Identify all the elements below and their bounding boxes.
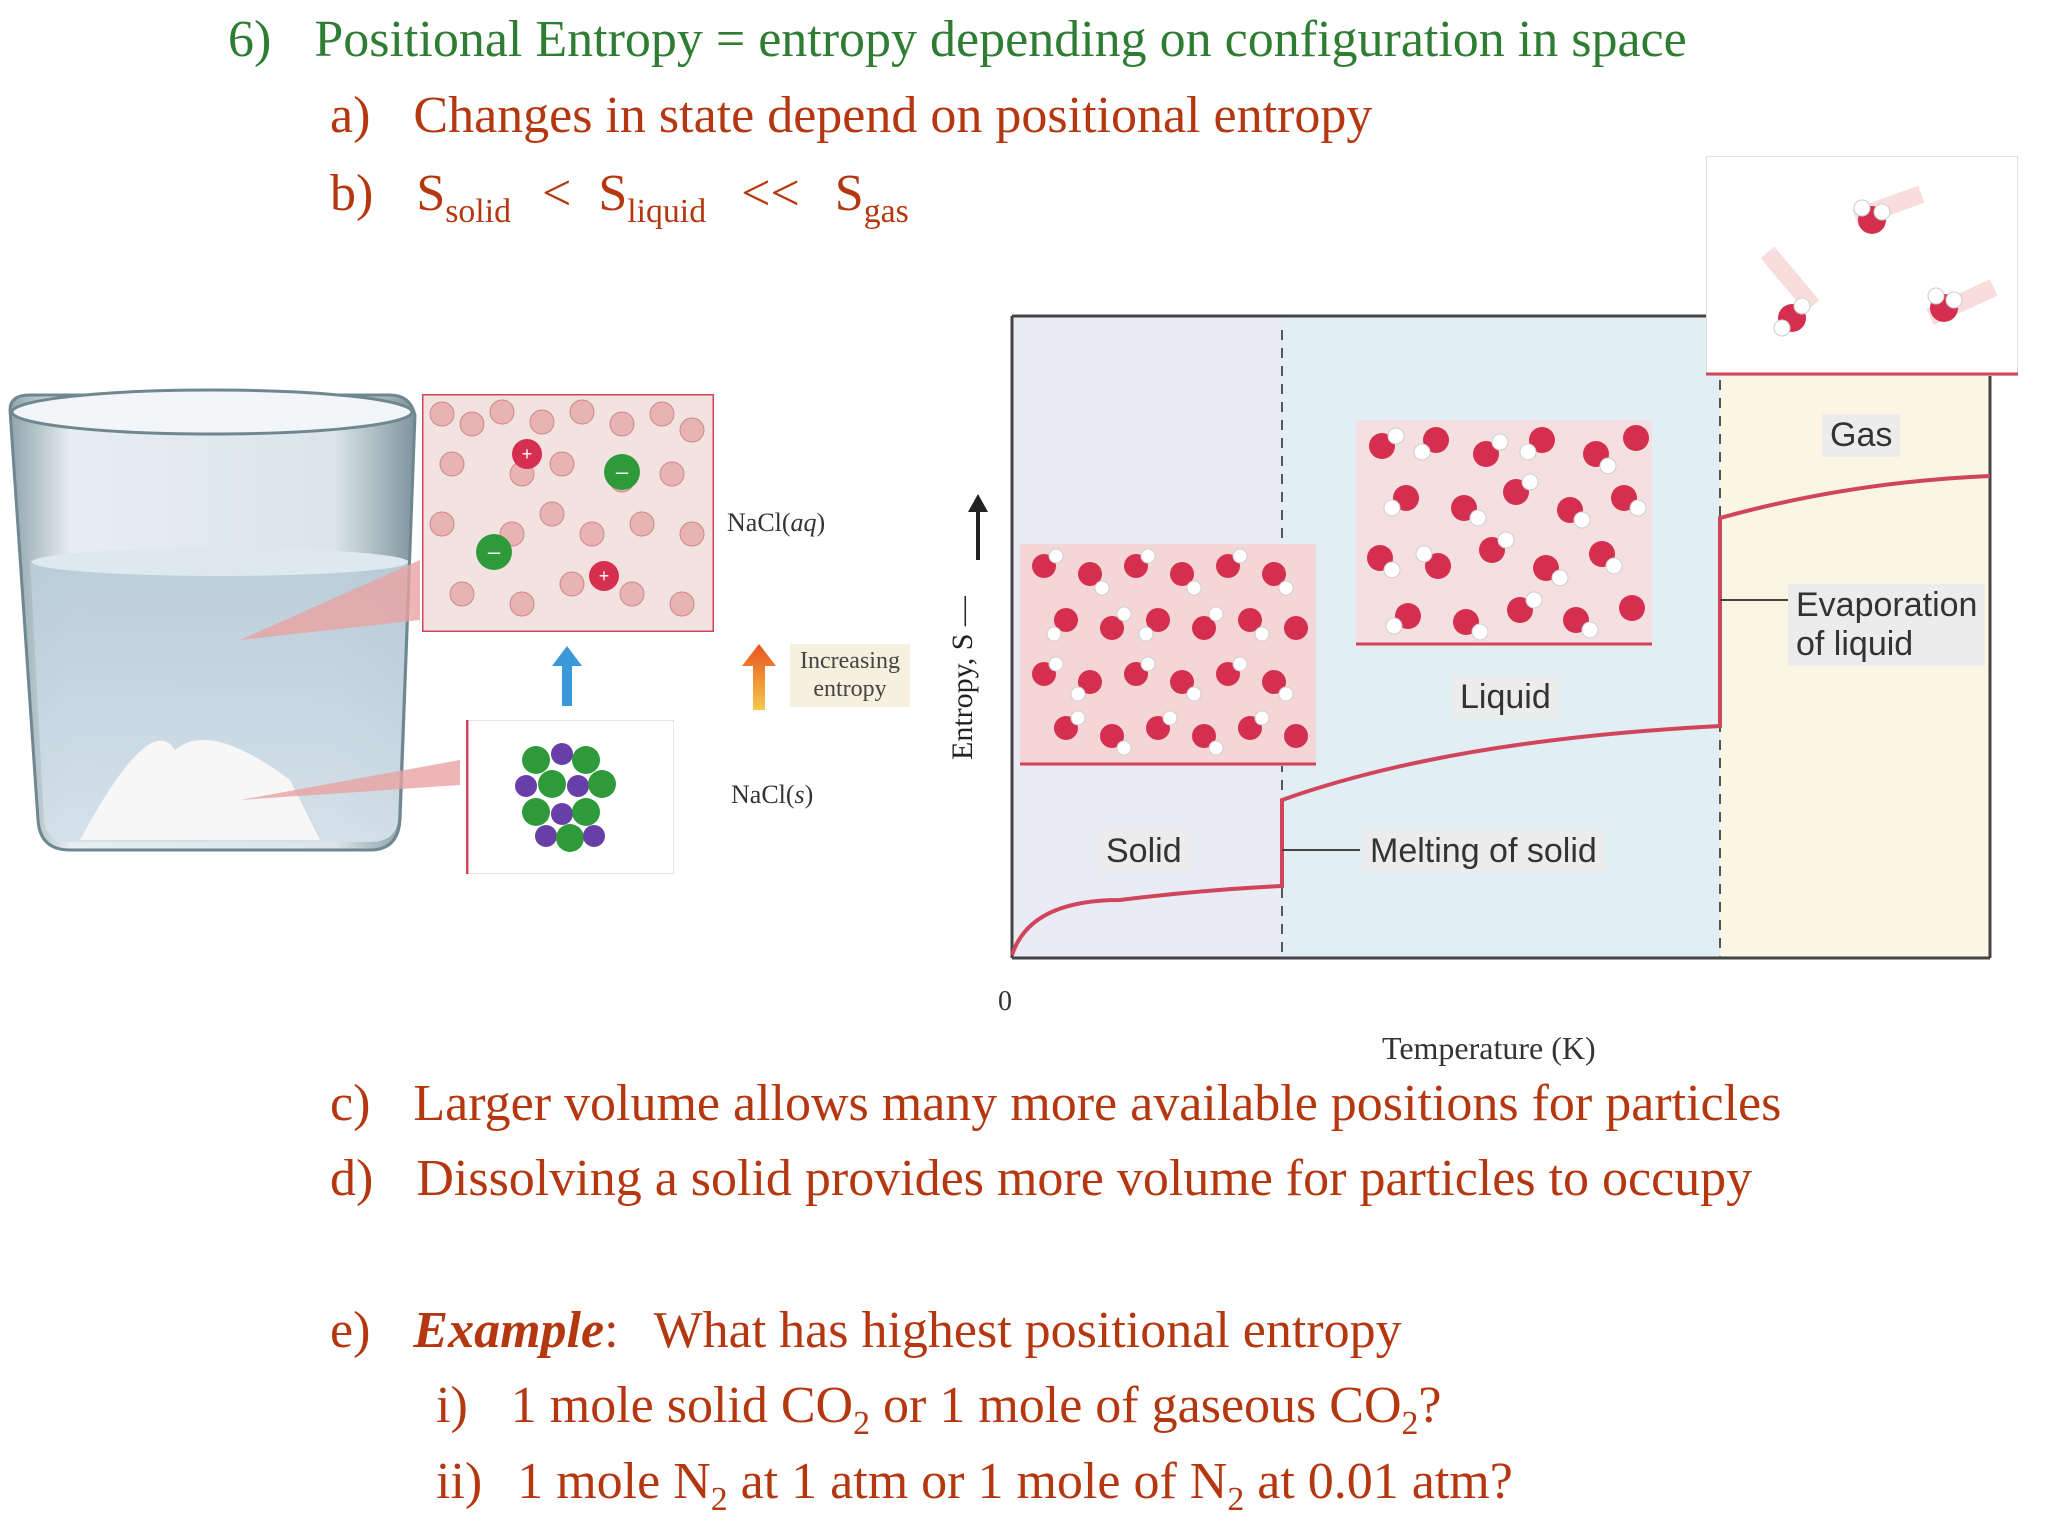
op-less: < [541, 165, 572, 222]
liquid-molecules-panel [1356, 420, 1652, 646]
point-c: c) Larger volume allows many more availa… [330, 1078, 1781, 1130]
svg-text:+: + [522, 444, 533, 464]
example-label: Example [413, 1302, 605, 1359]
entropy-curve [1010, 474, 1991, 956]
increasing-entropy-arrow [742, 644, 776, 710]
solid-molecules-panel [1020, 544, 1316, 766]
evaporation-annotation: Evaporation of liquid [1788, 584, 1986, 667]
point-e-ii-text: 1 mole N2 at 1 atm or 1 mole of N2 at 0.… [517, 1453, 1513, 1518]
increasing-entropy-label: Increasing entropy [790, 644, 910, 708]
point-c-text: Larger volume allows many more available… [413, 1075, 1782, 1132]
point-a-text: Changes in state depend on positional en… [413, 87, 1373, 144]
svg-text:+: + [599, 566, 610, 586]
svg-text:–: – [616, 459, 629, 484]
op-much-less: << [741, 165, 800, 222]
liquid-label: Liquid [1452, 676, 1559, 719]
pointer-triangles [240, 560, 460, 800]
point-b-marker: b) [330, 165, 374, 222]
point-e-i-marker: i) [436, 1377, 468, 1434]
point-e: e) Example: What has highest positional … [330, 1302, 1402, 1359]
s-gas: Sgas [834, 165, 909, 230]
point-d: d) Dissolving a solid provides more volu… [330, 1153, 1752, 1205]
y-axis-label: Entropy, S — [946, 596, 979, 760]
point-e-i-text: 1 mole solid CO2 or 1 mole of gaseous CO… [510, 1377, 1442, 1442]
point-e-i: i) 1 mole solid CO2 or 1 mole of gaseous… [436, 1377, 1442, 1442]
point-a: a) Changes in state depend on positional… [330, 90, 1372, 142]
svg-text:–: – [488, 539, 501, 564]
nacl-s-panel [466, 720, 674, 874]
point-e-text: What has highest positional entropy [653, 1302, 1402, 1359]
gas-label: Gas [1822, 414, 1901, 457]
nacl-aq-label: NaCl(aq) [727, 508, 826, 537]
heading-text: Positional Entropy = entropy depending o… [314, 11, 1687, 68]
gas-molecules-panel [1706, 156, 2018, 376]
point-b: b) Ssolid < Sliquid << Sgas [330, 165, 909, 230]
nacl-s-label: NaCl(s) [731, 780, 814, 809]
point-d-marker: d) [330, 1150, 374, 1207]
blue-up-arrow [552, 646, 582, 706]
point-e-ii-marker: ii) [436, 1453, 483, 1510]
point-d-text: Dissolving a solid provides more volume … [416, 1150, 1753, 1207]
s-solid: Ssolid [416, 165, 511, 230]
s-liquid: Sliquid [598, 165, 707, 230]
point-e-marker: e) [330, 1302, 371, 1359]
solid-label: Solid [1098, 830, 1190, 873]
point-e-ii: ii) 1 mole N2 at 1 atm or 1 mole of N2 a… [436, 1453, 1513, 1518]
point-a-marker: a) [330, 87, 371, 144]
x-axis-label: Temperature (K) [1382, 1030, 1596, 1066]
point-c-marker: c) [330, 1075, 371, 1132]
heading-line: 6) Positional Entropy = entropy dependin… [228, 14, 1687, 66]
origin-label: 0 [998, 986, 1012, 1017]
melting-annotation: Melting of solid [1362, 830, 1605, 873]
nacl-aq-panel: + – – + [422, 394, 714, 632]
heading-number: 6) [228, 11, 272, 68]
